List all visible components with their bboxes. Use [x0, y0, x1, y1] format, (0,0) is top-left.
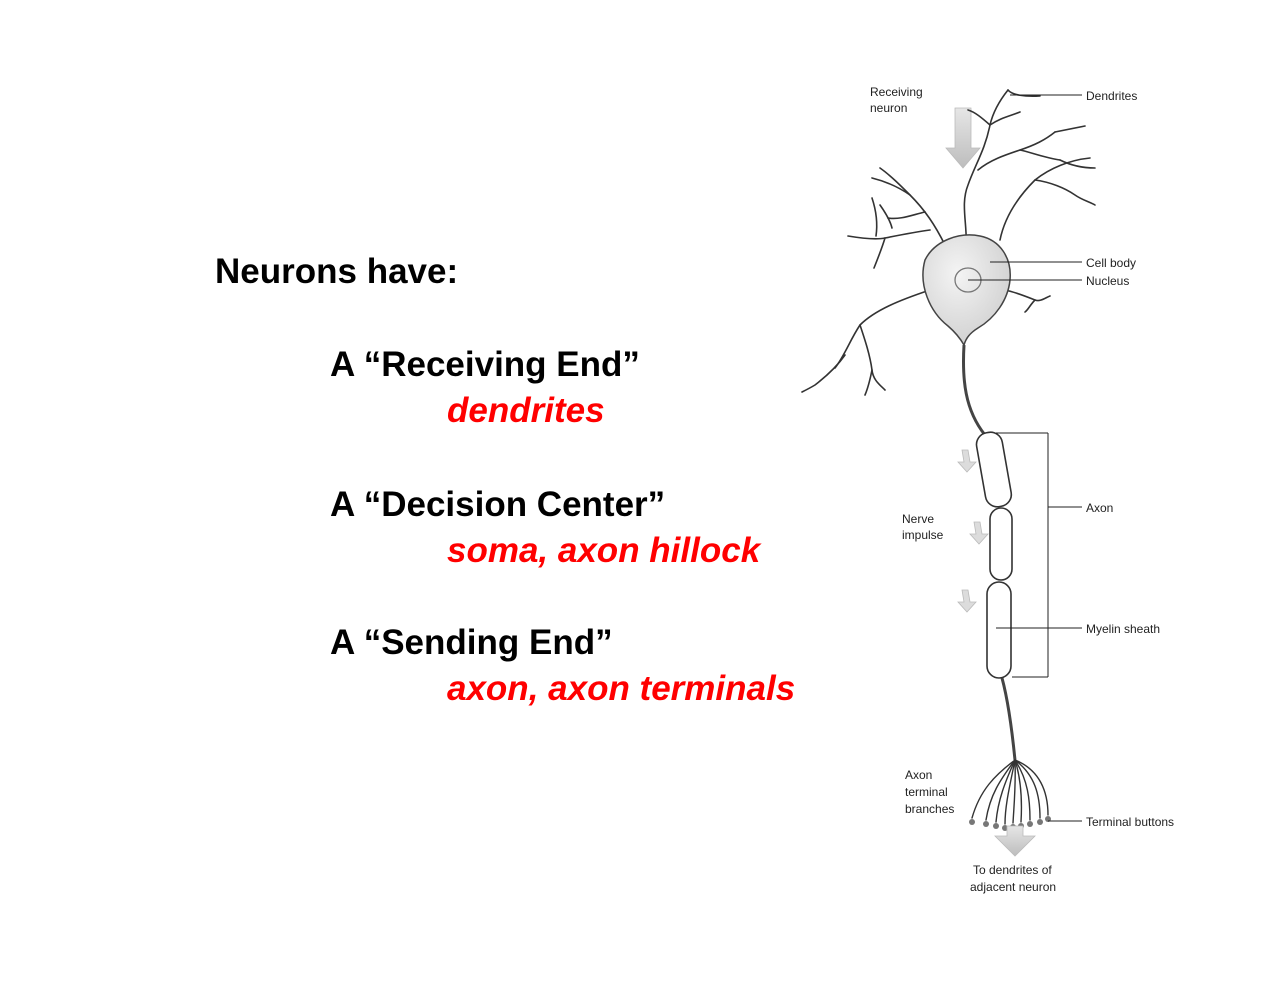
label-to-dendrites-line2: adjacent neuron	[970, 880, 1056, 894]
dendrites-drawing	[801, 89, 1096, 396]
axon-drawing	[961, 344, 987, 436]
outgoing-signal-arrow	[994, 825, 1036, 857]
label-axon-terminal-line1: Axon	[905, 768, 932, 782]
cell-body-drawing	[922, 234, 1011, 347]
slide-heading: Neurons have:	[215, 252, 459, 291]
label-myelin-sheath: Myelin sheath	[1086, 622, 1160, 636]
receiving-end-label: A “Receiving End”	[330, 345, 640, 384]
label-receiving-line1: Receiving	[870, 85, 923, 99]
label-dendrites: Dendrites	[1086, 89, 1137, 103]
label-terminal-buttons: Terminal buttons	[1086, 815, 1174, 829]
decision-center-structures: soma, axon hillock	[447, 531, 761, 570]
decision-center-label: A “Decision Center”	[330, 485, 666, 524]
incoming-signal-arrow	[945, 107, 981, 169]
myelin-sheath-drawing	[975, 431, 1013, 679]
label-axon: Axon	[1086, 501, 1113, 515]
slide-text-area: Neurons have: A “Receiving End” dendrite…	[215, 252, 796, 708]
label-nerve-line1: Nerve	[902, 512, 934, 526]
label-cell-body: Cell body	[1086, 256, 1136, 270]
label-nucleus: Nucleus	[1086, 274, 1129, 288]
label-to-dendrites-line1: To dendrites of	[973, 863, 1052, 877]
label-nerve-line2: impulse	[902, 528, 944, 542]
axon-terminal-branches	[971, 759, 1049, 825]
receiving-end-structures: dendrites	[447, 391, 605, 430]
nerve-impulse-arrows	[957, 449, 989, 613]
label-axon-terminal-line3: branches	[905, 802, 954, 816]
label-axon-terminal-line2: terminal	[905, 785, 948, 799]
sending-end-label: A “Sending End”	[330, 623, 613, 662]
neuron-diagram: Receiving neuron Dendrites Cell body Nuc…	[800, 55, 1220, 930]
sending-end-structures: axon, axon terminals	[447, 669, 796, 708]
leader-lines	[968, 94, 1082, 822]
neuron-diagram-svg: Receiving neuron Dendrites Cell body Nuc…	[801, 85, 1174, 894]
label-receiving-line2: neuron	[870, 101, 907, 115]
